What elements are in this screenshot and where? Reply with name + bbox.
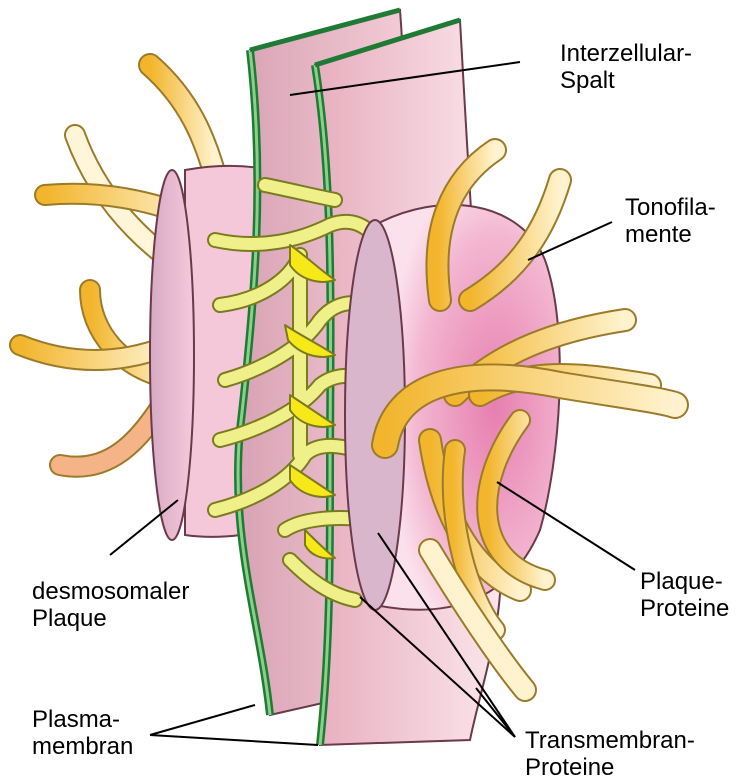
label-plaque-proteine-line2: Proteine (640, 595, 729, 622)
label-plaque-proteine: Plaque- Proteine (640, 568, 729, 622)
label-transmembran-proteine-line2: Proteine (525, 754, 695, 781)
label-desmosomaler-plaque-line2: Plaque (32, 605, 189, 632)
label-desmosomaler-plaque: desmosomaler Plaque (32, 578, 189, 632)
label-plasmamembran-line2: membran (32, 733, 133, 760)
label-interzellular-spalt-line1: Interzellular- (560, 40, 692, 67)
label-plasmamembran: Plasma- membran (32, 706, 133, 760)
label-tonofilamente: Tonofila- mente (625, 194, 716, 248)
label-plasmamembran-line1: Plasma- (32, 706, 133, 733)
label-tonofilamente-line2: mente (625, 221, 716, 248)
label-interzellular-spalt-line2: Spalt (560, 67, 692, 94)
label-transmembran-proteine: Transmembran- Proteine (525, 727, 695, 781)
label-desmosomaler-plaque-line1: desmosomaler (32, 578, 189, 605)
label-interzellular-spalt: Interzellular- Spalt (560, 40, 692, 94)
label-plaque-proteine-line1: Plaque- (640, 568, 729, 595)
label-tonofilamente-line1: Tonofila- (625, 194, 716, 221)
label-transmembran-proteine-line1: Transmembran- (525, 727, 695, 754)
